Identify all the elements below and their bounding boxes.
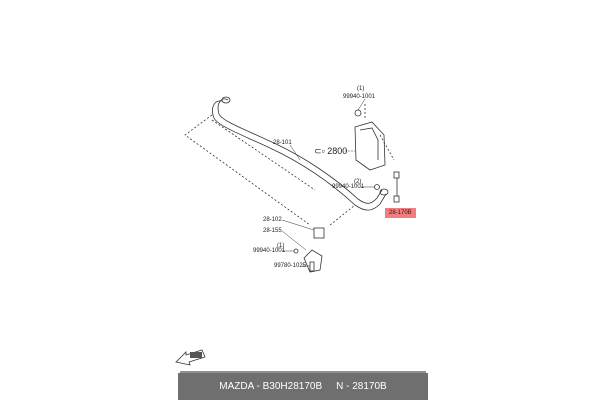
leader-lines: [281, 98, 375, 267]
nut-mid: [374, 184, 380, 190]
callout-assembly: ⊂▫ 2800: [314, 146, 347, 157]
bracket-assembly: [354, 104, 395, 171]
oem-number: N - 28170B: [336, 381, 387, 392]
callout-nut-low: 99940-1001: [253, 248, 286, 254]
assembly-icon: ⊂▫: [314, 146, 328, 156]
stabilizer-bar: [212, 96, 389, 211]
callout-bolt-low: 99780-1025: [274, 263, 307, 269]
callout-stabilizer-bar: 28-101: [273, 140, 292, 146]
callout-qty: (1): [357, 86, 365, 92]
callout-qty: (2): [354, 179, 362, 185]
callout-nut-mid: 99940-1001: [332, 184, 365, 190]
footer-bar: MAZDA - B30H28170B N - 28170B: [178, 373, 428, 400]
stabilizer-link: [393, 171, 400, 203]
callout-link-highlighted[interactable]: 28-170B: [385, 208, 416, 218]
callout-bracket: 28-155: [263, 228, 282, 234]
callout-qty: (1): [277, 243, 285, 249]
assembly-number: 2800: [327, 146, 348, 156]
callout-bolt-top: 99940-1001: [343, 94, 376, 100]
front-arrow-icon: [175, 349, 206, 366]
guide-lines: [184, 114, 356, 226]
brand-part-number: MAZDA - B30H28170B: [219, 381, 323, 392]
callout-bushing: 28-102: [263, 217, 282, 223]
